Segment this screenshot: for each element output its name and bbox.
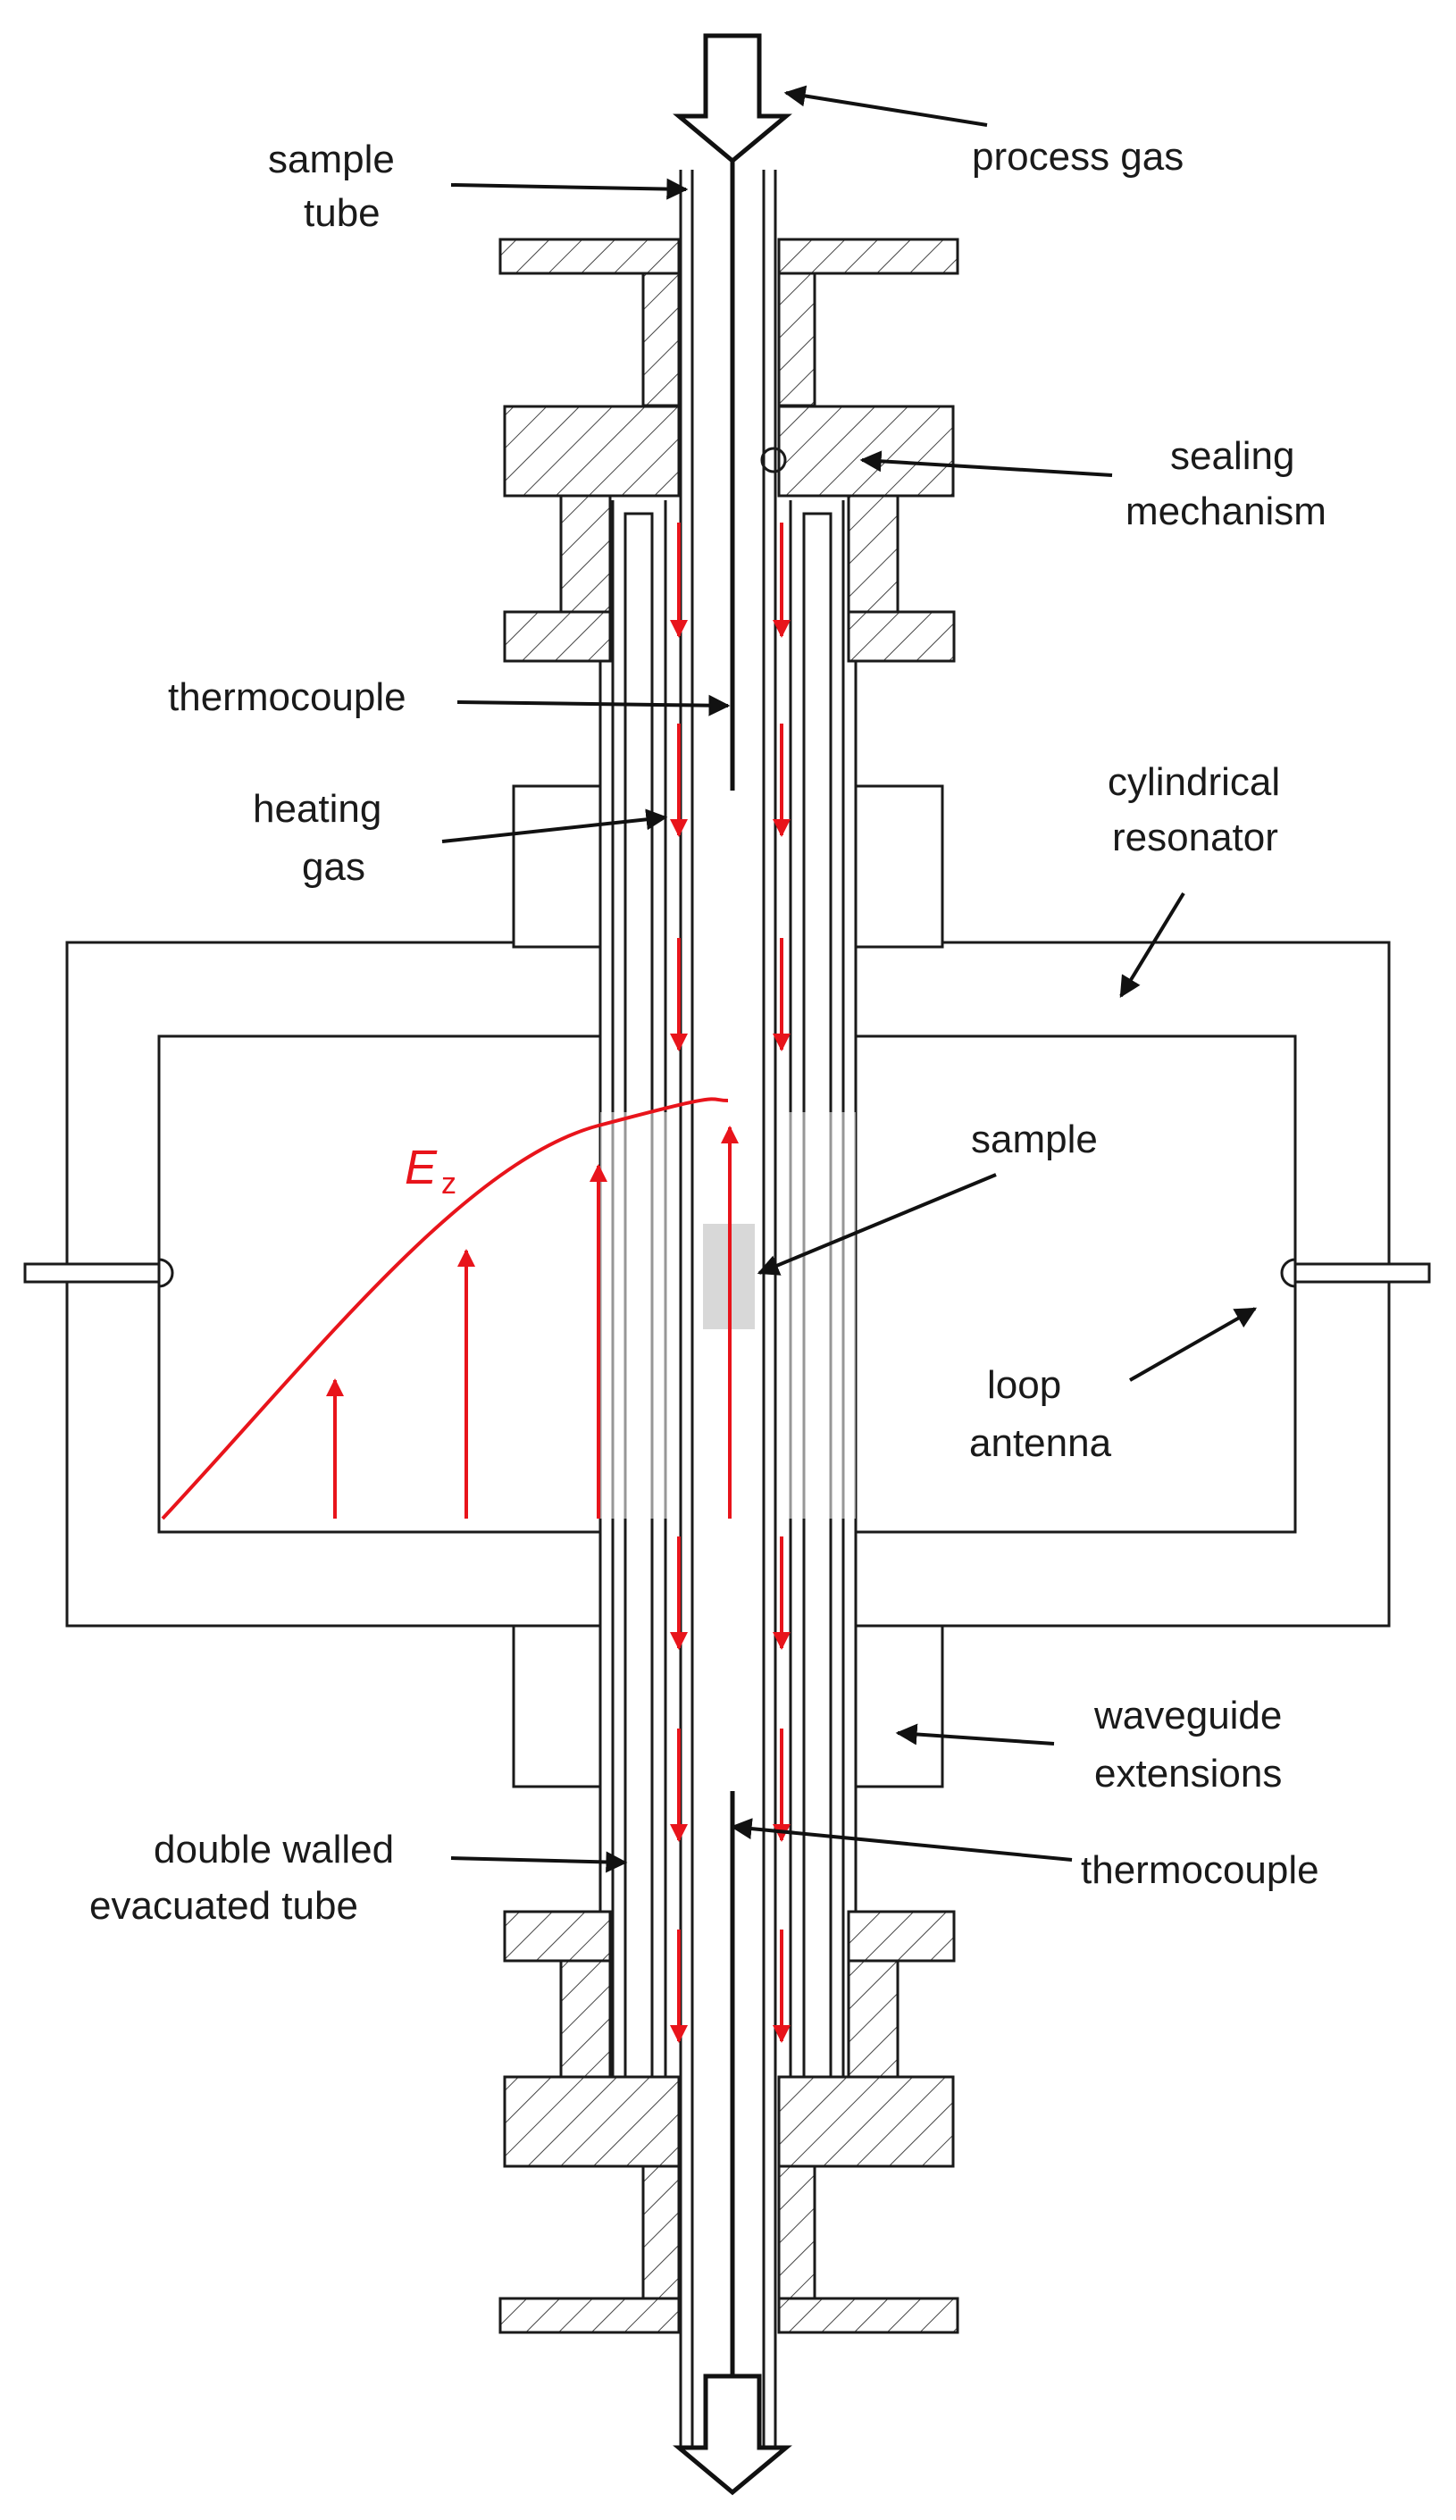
loop-antenna-left [23, 1258, 174, 1288]
label-double-walled-line1: double walled [154, 1828, 394, 1871]
bottom-flange-assembly [498, 1910, 959, 2334]
label-waveguide-line2: extensions [1094, 1752, 1282, 1796]
leader-lines [441, 85, 1258, 1873]
loop-antenna-right [1280, 1258, 1431, 1288]
label-ez-subscript: z [441, 1167, 456, 1201]
label-sample-tube-line2: tube [304, 191, 381, 235]
label-loop-line2: antenna [969, 1421, 1112, 1465]
ez-field [161, 1097, 739, 1520]
label-process-gas: process gas [972, 135, 1184, 179]
process-gas-in-arrow [673, 33, 792, 164]
heating-gas-arrows [670, 523, 791, 2043]
sealing-o-ring [760, 447, 787, 473]
label-sample: sample [971, 1118, 1098, 1161]
label-sealing-line1: sealing [1170, 434, 1294, 478]
label-sample-tube-line1: sample [268, 138, 395, 181]
waveguide-extensions [512, 784, 944, 1788]
label-double-walled-line2: evacuated tube [89, 1884, 358, 1928]
label-thermocouple-top: thermocouple [168, 675, 406, 719]
label-sealing-line2: mechanism [1125, 490, 1326, 533]
label-waveguide-line1: waveguide [1093, 1694, 1282, 1737]
label-thermocouple-bottom: thermocouple [1081, 1848, 1319, 1892]
label-cylindrical-line2: resonator [1112, 816, 1278, 859]
label-loop-line1: loop [987, 1363, 1061, 1407]
top-flange-assembly [498, 238, 959, 663]
label-heating-gas-line1: heating [253, 787, 381, 831]
process-gas-out-arrow [673, 2373, 792, 2496]
label-cylindrical-line1: cylindrical [1108, 760, 1280, 804]
label-heating-gas-line2: gas [302, 845, 365, 889]
label-ez: E [405, 1141, 438, 1194]
